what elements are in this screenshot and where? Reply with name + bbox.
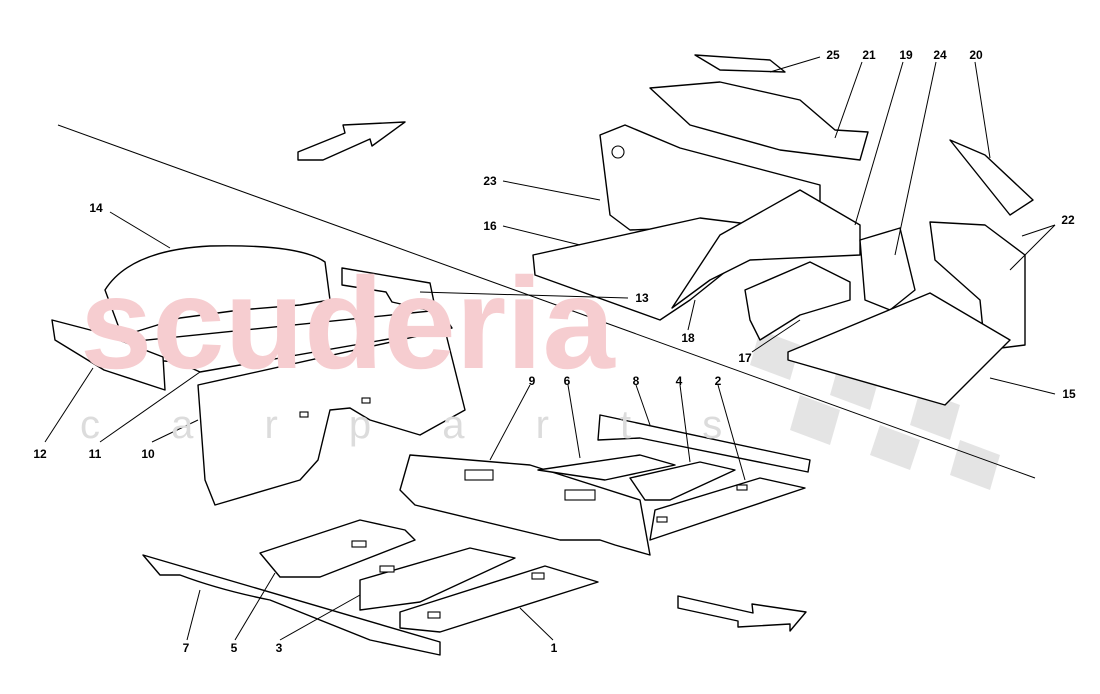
label-24: 24 [933,48,947,62]
label-4: 4 [676,374,683,388]
label-17: 17 [738,351,752,365]
part-1 [399,565,599,633]
label-3: 3 [276,641,283,655]
label-8: 8 [633,374,640,388]
part-20 [949,139,1034,216]
part-22 [929,221,1026,351]
label-10: 10 [141,447,155,461]
part-21 [649,81,869,161]
part-15 [787,292,1011,406]
label-13: 13 [635,291,649,305]
part-24 [859,227,916,311]
part-25 [694,54,786,73]
label-19: 19 [899,48,913,62]
part-12 [51,319,166,391]
label-20: 20 [969,48,983,62]
direction-arrow-icon [677,595,807,632]
label-5: 5 [231,641,238,655]
watermark-scuderia: scuderia [80,250,616,396]
direction-arrow-icon [297,121,406,161]
label-18: 18 [681,331,695,345]
label-11: 11 [89,447,102,461]
part-2 [649,477,806,541]
part-4 [629,461,736,501]
label-16: 16 [483,219,497,233]
leader-lines [44,56,1056,641]
label-15: 15 [1062,387,1076,401]
part-3 [359,547,516,611]
label-12: 12 [33,447,47,461]
part-14 [104,245,331,337]
part-7 [142,554,441,656]
label-7: 7 [183,641,190,655]
part-17 [744,261,851,341]
part-13 [341,267,437,313]
label-23: 23 [483,174,497,188]
label-1: 1 [551,641,558,655]
label-2: 2 [715,374,722,388]
part-labels: 1 2 3 4 5 6 7 8 9 10 11 12 13 14 15 16 1… [33,48,1076,655]
part-6 [537,454,676,481]
divider-line [57,124,1036,479]
part-8 [597,414,811,473]
label-21: 21 [862,48,876,62]
label-14: 14 [89,201,103,215]
watermark-carparts: c a r p a r t s [80,403,752,447]
part-5 [259,519,416,578]
label-25: 25 [826,48,840,62]
label-9: 9 [529,374,536,388]
part-9 [399,454,651,556]
part-10 [197,329,466,506]
watermark: scuderia c a r p a r t s [80,250,752,447]
label-6: 6 [564,374,571,388]
label-22: 22 [1061,213,1075,227]
